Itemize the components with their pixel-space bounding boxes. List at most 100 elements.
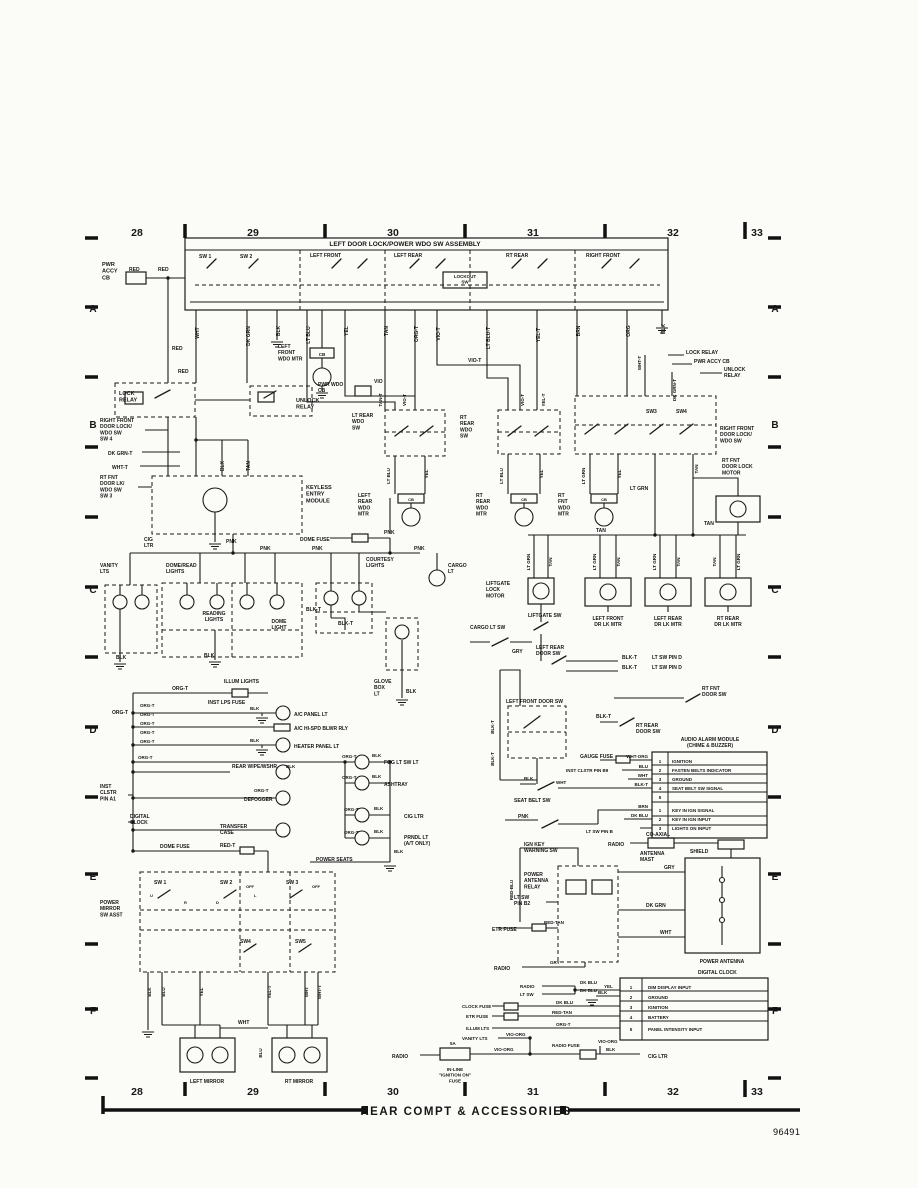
diagram-label: CO-AXIAL — [646, 832, 670, 838]
grid-row-label: B — [89, 420, 96, 431]
diagram-label: BLU — [639, 764, 648, 769]
diagram-label: OFF — [246, 884, 255, 889]
diagram-label: CARGO LT SW — [470, 625, 505, 631]
reading-lamp-symbol — [179, 594, 195, 610]
diagram-label: WHT-T — [637, 356, 642, 370]
diagram-label: RED-T — [220, 843, 235, 849]
diagram-label: R — [184, 900, 187, 905]
diagram-label: BLK-T — [622, 665, 637, 671]
rt-rear-wdo-motor-symbol — [514, 507, 534, 527]
diagram-label: WHT-ORG — [626, 754, 648, 759]
diagram-label: POWER SEATS — [316, 857, 353, 863]
diagram-label: ORG-T — [414, 326, 420, 342]
diagram-label: ORG-T — [254, 788, 269, 793]
grid-column-label: 28 — [131, 227, 143, 239]
diagram-label: LT GRN — [630, 486, 649, 492]
diagram-label: LEFT REAR — [394, 253, 422, 259]
diagram-label: YEL — [199, 987, 204, 996]
diagram-label: RT MIRROR — [285, 1079, 314, 1085]
left-mirror-motor-symbol — [186, 1046, 204, 1064]
dome-fuse-symbol-2 — [239, 846, 255, 855]
diagram-label: BLK-T — [596, 714, 611, 720]
diagram-label: IGNITION — [672, 759, 692, 764]
audio-module-grid — [652, 752, 767, 838]
grid-column-label: 32 — [667, 227, 679, 239]
diagram-label: U — [150, 893, 153, 898]
grid-column-label: 29 — [247, 227, 259, 239]
diagram-label: YEL — [344, 326, 350, 336]
rt-mirror-motor-symbol — [278, 1046, 296, 1064]
diagram-label: BRN — [576, 325, 582, 336]
diagram-label: VIO-T — [520, 394, 525, 406]
grid-column-label: 30 — [387, 227, 399, 239]
diagram-label: VIO-T — [436, 327, 442, 340]
diagram-label: DOME FUSE — [160, 844, 190, 850]
diagram-label: BLK — [276, 325, 282, 336]
diagram-label: DK BLU — [580, 980, 597, 985]
diagram-label: ORG-T — [344, 830, 359, 835]
etr-fuse-symbol-2 — [503, 1012, 519, 1021]
diagram-label: CIG LTR — [404, 814, 424, 820]
diagram-label: YEL-T — [536, 328, 542, 342]
cig-ltr-lamp-symbol — [354, 807, 370, 823]
grid-column-label: 28 — [131, 1086, 143, 1098]
diagram-label: DK BLU — [580, 988, 597, 993]
diagram-label: BLU — [258, 1048, 263, 1057]
liftgate-lock-motor-symbol — [532, 582, 550, 600]
grid-column-label: 33 — [751, 1086, 763, 1098]
diagram-label: PNK — [226, 539, 237, 545]
diagram-label: PNK — [312, 546, 323, 552]
diagram-label: ORG-T — [342, 775, 357, 780]
diagram-label: REAR WIPE/WSHR — [232, 764, 277, 770]
diagram-label: YEL — [424, 469, 429, 478]
diagram-label: BLK — [374, 806, 384, 811]
diagram-label: 1 — [659, 759, 662, 764]
diagram-label: SEAT BELT SW SIGNAL — [672, 786, 723, 791]
diagram-label: LT GRN — [592, 554, 597, 570]
diagram-label: SEAT BELT SW — [514, 798, 551, 804]
left-rear-wdo-motor-symbol — [401, 507, 421, 527]
diagram-label: BATTERY — [648, 1015, 669, 1020]
diagram-label: PNK — [260, 546, 271, 552]
rt-mirror-motor-symbol — [303, 1046, 321, 1064]
diagram-label: ORG-T — [342, 754, 357, 759]
diagram-label: TAN — [596, 528, 606, 534]
grid-row-label: C — [771, 585, 778, 596]
diagram-label: INST LPS FUSE — [208, 700, 246, 706]
diagram-label: 1 — [630, 985, 633, 990]
grid-column-label: 30 — [387, 1086, 399, 1098]
diagram-label: TAN — [548, 558, 553, 567]
lockout-switch-box — [442, 271, 488, 289]
digital-clock-box — [619, 977, 769, 1041]
pwr-wdo-cb-symbol — [354, 385, 372, 397]
power-antenna-box — [684, 857, 761, 954]
diagram-label: KEY IN IGN INPUT — [672, 817, 711, 822]
grid-column-label: 33 — [751, 227, 763, 239]
diagram-label: BLK — [147, 987, 152, 997]
grid-row-label: C — [89, 585, 96, 596]
diagram-label: ORG-T — [140, 739, 155, 744]
diagram-label: LT GRN — [736, 554, 741, 570]
courtesy-lamp-symbol — [323, 590, 339, 606]
diagram-label: LT BLU — [386, 468, 391, 484]
diagram-label: LT SW — [520, 992, 534, 997]
diagram-label: A/C HI-SPD BLWR RLY — [294, 726, 349, 732]
diagram-label: 3 — [659, 777, 662, 782]
diagram-label: WHT — [556, 780, 566, 785]
diagram-label: SW4 — [676, 409, 687, 415]
diagram-label: BLK-T — [306, 607, 321, 613]
cargo-lamp-symbol — [428, 569, 446, 587]
grid-row-label: E — [772, 872, 779, 883]
